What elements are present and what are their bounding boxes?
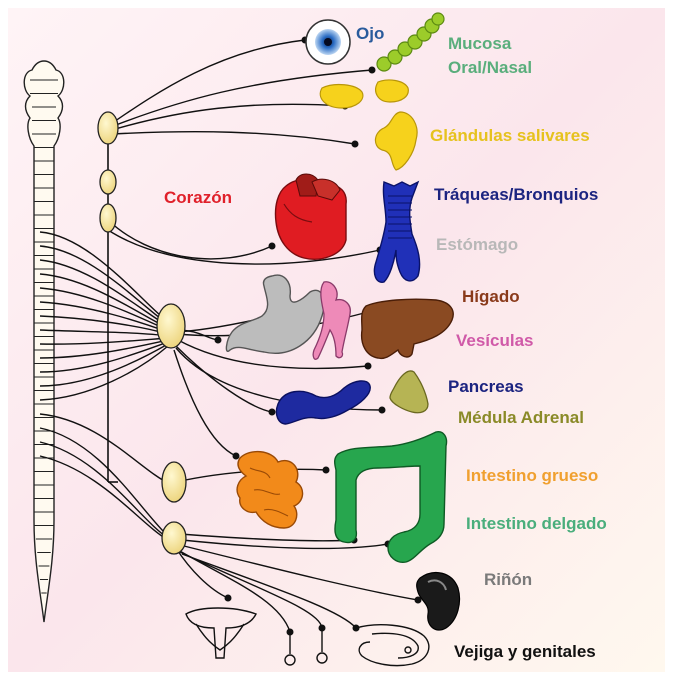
ganglion-mesenteric xyxy=(162,462,186,502)
label-mucosa-line2: Oral/Nasal xyxy=(448,58,532,78)
ganglion-superior xyxy=(98,112,118,144)
ganglion-inferior xyxy=(162,522,186,554)
heart-organ xyxy=(275,174,346,259)
ganglion-middle xyxy=(100,170,116,194)
ganglion-lower-cervical xyxy=(100,204,116,232)
label-ojo: Ojo xyxy=(356,24,384,44)
label-glandulas: Glándulas salivares xyxy=(430,126,590,146)
label-medula: Médula Adrenal xyxy=(458,408,584,428)
label-rinon: Riñón xyxy=(484,570,532,590)
label-vesiculas: Vesículas xyxy=(456,331,534,351)
label-estomago: Estómago xyxy=(436,235,518,255)
label-mucosa-line1: Mucosa xyxy=(448,34,511,54)
label-intestino-grueso: Intestino grueso xyxy=(466,466,598,486)
label-corazon: Corazón xyxy=(164,188,232,208)
label-higado: Hígado xyxy=(462,287,520,307)
label-pancreas: Pancreas xyxy=(448,377,524,397)
label-intestino-delgado: Intestino delgado xyxy=(466,514,607,534)
label-traqueas: Tráqueas/Bronquios xyxy=(434,185,598,205)
eye-organ xyxy=(306,20,350,64)
label-vejiga: Vejiga y genitales xyxy=(454,642,596,662)
ganglion-celiac xyxy=(157,304,185,348)
